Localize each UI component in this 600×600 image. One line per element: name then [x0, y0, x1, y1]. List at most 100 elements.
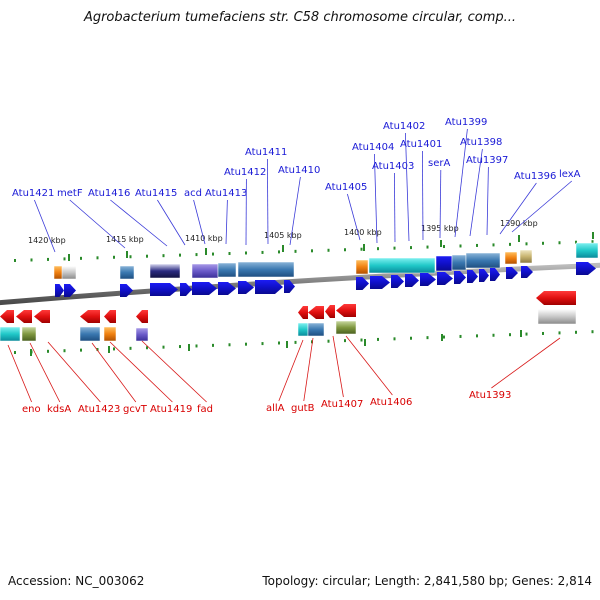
- forward-gene-label: lexA: [559, 169, 581, 180]
- forward-gene-label: Atu1411: [245, 147, 287, 158]
- upper-minor-tick: [542, 241, 544, 245]
- homology-block: [435, 255, 453, 272]
- leader-line: [7, 344, 32, 403]
- upper-major-tick: [282, 245, 284, 252]
- leader-line: [225, 199, 228, 245]
- forward-gene-arrow: [467, 270, 478, 283]
- lower-minor-tick: [80, 348, 82, 352]
- upper-minor-tick: [245, 251, 247, 255]
- leader-line: [289, 176, 301, 246]
- reverse-gene-label: eno: [22, 404, 41, 415]
- leader-line: [405, 132, 410, 242]
- reverse-gene-arrow: [34, 310, 50, 323]
- upper-minor-tick: [113, 255, 115, 259]
- homology-block: [0, 326, 21, 342]
- forward-gene-label: Atu1415: [135, 188, 177, 199]
- lower-minor-tick: [113, 347, 115, 351]
- lower-minor-tick: [410, 336, 412, 340]
- kbp-tick-label: 1390 kbp: [500, 219, 538, 228]
- forward-gene-arrow: [284, 280, 295, 293]
- upper-minor-tick: [410, 246, 412, 250]
- upper-minor-tick: [80, 256, 82, 260]
- lower-major-tick: [520, 330, 522, 337]
- upper-minor-tick: [129, 255, 132, 259]
- upper-minor-tick: [393, 246, 396, 250]
- lower-major-tick: [364, 339, 366, 346]
- forward-gene-label: Atu1410: [278, 165, 320, 176]
- lower-minor-tick: [47, 349, 49, 353]
- lower-minor-tick: [278, 341, 280, 345]
- forward-gene-arrow: [238, 281, 254, 294]
- reverse-gene-label: Atu1419: [150, 404, 192, 415]
- homology-block: [119, 265, 135, 280]
- forward-gene-arrow: [192, 282, 217, 295]
- reverse-gene-arrow: [16, 310, 32, 323]
- lower-minor-tick: [525, 332, 528, 336]
- homology-block: [504, 251, 518, 265]
- forward-gene-label: acd: [184, 188, 202, 199]
- forward-gene-arrow: [120, 284, 133, 297]
- lower-minor-tick: [591, 330, 594, 334]
- lower-minor-tick: [476, 334, 478, 338]
- lower-minor-tick: [509, 333, 511, 337]
- upper-minor-tick: [311, 249, 313, 253]
- lower-minor-tick: [146, 346, 148, 350]
- forward-gene-arrow: [180, 283, 192, 296]
- leader-line: [374, 153, 378, 244]
- upper-minor-tick: [509, 242, 511, 246]
- lower-major-tick: [108, 346, 110, 353]
- homology-block: [465, 252, 501, 269]
- genome-summary-label: Topology: circular; Length: 2,841,580 bp…: [262, 574, 592, 588]
- lower-minor-tick: [558, 331, 561, 335]
- reverse-gene-label: Atu1393: [469, 390, 511, 401]
- leader-line: [157, 199, 186, 246]
- lower-minor-tick: [344, 339, 346, 343]
- upper-minor-tick: [525, 242, 528, 246]
- homology-block: [355, 259, 369, 275]
- forward-gene-arrow: [255, 280, 283, 294]
- lower-minor-tick: [459, 334, 462, 338]
- lower-major-tick: [188, 344, 190, 351]
- homology-block: [335, 320, 357, 335]
- upper-minor-tick: [327, 248, 330, 252]
- forward-gene-label: Atu1401: [400, 139, 442, 150]
- kbp-tick-label: 1420 kbp: [28, 236, 66, 245]
- forward-gene-arrow: [356, 277, 369, 290]
- reverse-gene-arrow: [80, 310, 100, 323]
- upper-major-tick: [205, 248, 207, 255]
- homology-block: [61, 265, 77, 280]
- upper-minor-tick: [476, 243, 478, 247]
- forward-gene-label: Atu1398: [460, 137, 502, 148]
- forward-gene-label: Atu1412: [224, 167, 266, 178]
- upper-major-tick: [126, 251, 128, 258]
- upper-minor-tick: [492, 243, 495, 247]
- homology-block: [191, 263, 219, 279]
- reverse-gene-label: allA: [266, 403, 285, 414]
- upper-minor-tick: [591, 240, 594, 244]
- homology-block: [79, 326, 101, 342]
- forward-gene-arrow: [437, 272, 453, 285]
- forward-gene-label: metF: [57, 188, 83, 199]
- upper-minor-tick: [443, 245, 445, 249]
- forward-gene-arrow: [576, 262, 596, 275]
- lower-minor-tick: [228, 343, 231, 347]
- reverse-gene-arrow: [336, 304, 356, 317]
- forward-gene-label: Atu1405: [325, 182, 367, 193]
- reverse-gene-label: Atu1423: [78, 404, 120, 415]
- reverse-gene-label: fad: [197, 404, 213, 415]
- lower-minor-tick: [14, 351, 16, 354]
- reverse-gene-arrow: [298, 306, 308, 319]
- homology-block: [519, 249, 533, 264]
- forward-gene-arrow: [150, 283, 178, 296]
- upper-minor-tick: [96, 256, 99, 260]
- upper-minor-tick: [63, 257, 66, 261]
- forward-gene-label: Atu1413: [205, 188, 247, 199]
- leader-line: [303, 337, 314, 402]
- lower-major-tick: [441, 334, 443, 341]
- leader-line: [347, 193, 361, 241]
- lower-minor-tick: [393, 337, 396, 341]
- forward-gene-label: Atu1416: [88, 188, 130, 199]
- forward-gene-arrow: [55, 284, 64, 297]
- homology-block: [135, 327, 149, 342]
- leader-line: [141, 340, 207, 403]
